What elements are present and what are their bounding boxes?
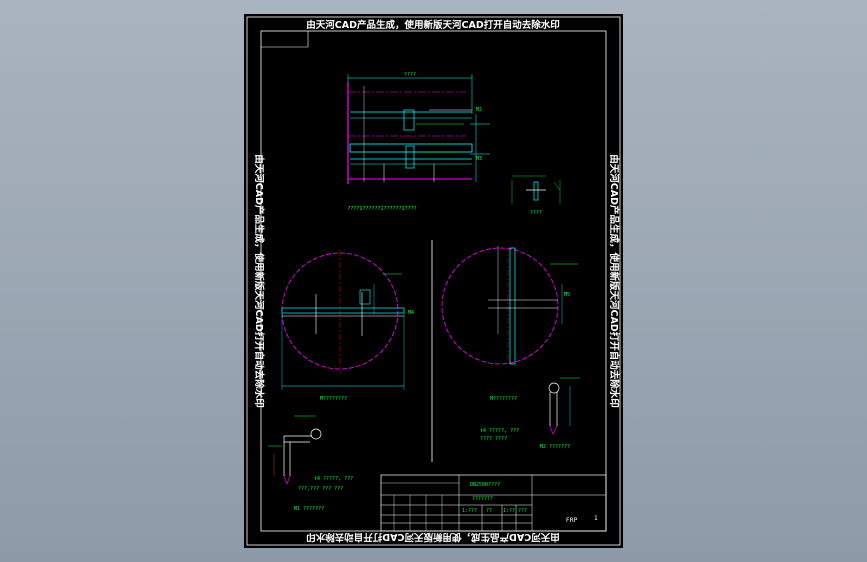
dim-m2: M2 — [476, 107, 482, 113]
outer-frame — [246, 16, 621, 546]
drawing-number: DN2500???? — [470, 482, 500, 488]
plan-caption: ????1??????1??????1???? — [347, 206, 416, 212]
cad-drawing: 由天河CAD产品生成，使用新版天河CAD打开自动去除水印 由天河CAD产品生成，… — [246, 16, 621, 546]
watermark-left: 由天河CAD产品生成，使用新版天河CAD打开自动去除水印 — [253, 154, 265, 407]
right-detail-note: t4 ?????, ??? — [480, 428, 519, 434]
inner-frame — [260, 30, 607, 532]
small-detail — [511, 175, 561, 204]
dim-m3: M3 — [476, 156, 482, 162]
left-circle-view — [281, 250, 405, 390]
right-detail-sub: ???? ???? — [480, 436, 507, 442]
title-cell-1: 1:??? — [462, 508, 477, 514]
right-circle-view — [441, 246, 578, 366]
left-pipe-detail — [268, 415, 322, 485]
watermark-top: 由天河CAD产品生成，使用新版天河CAD打开自动去除水印 — [306, 19, 559, 31]
small-detail-caption: ???? — [530, 210, 542, 216]
drawing-sheet: 由天河CAD产品生成，使用新版天河CAD打开自动去除水印 由天河CAD产品生成，… — [244, 14, 623, 548]
dim-top: ???? — [404, 72, 416, 78]
title-cell-3: 1:?? — [503, 508, 515, 514]
left-detail-caption: M1 ??????? — [294, 506, 324, 512]
dim-m5: M5 — [564, 292, 570, 298]
right-pipe-detail — [548, 377, 580, 435]
title-cell-4: ??? — [518, 508, 527, 514]
right-view-caption: M???????? — [490, 396, 517, 402]
sheet-label: FRP — [566, 517, 578, 524]
left-detail-note: t4 ?????, ??? — [314, 476, 353, 482]
right-detail-caption: M2 ??????? — [540, 444, 570, 450]
plan-view — [347, 74, 490, 184]
left-detail-sub: ???,??? ??? ??? — [298, 486, 343, 492]
title-block — [380, 474, 607, 532]
corner-tab — [261, 31, 309, 48]
title-cell-2: ?? — [486, 508, 492, 514]
sheet-number: 1 — [594, 515, 598, 522]
dim-m4: M4 — [408, 310, 414, 316]
watermark-bottom: 由天河CAD产品生成，使用新版天河CAD打开自动去除水印 — [306, 531, 559, 543]
left-view-caption: M???????? — [320, 396, 347, 402]
drawing-subtitle: ??????? — [472, 496, 493, 502]
watermark-right: 由天河CAD产品生成，使用新版天河CAD打开自动去除水印 — [608, 154, 620, 407]
